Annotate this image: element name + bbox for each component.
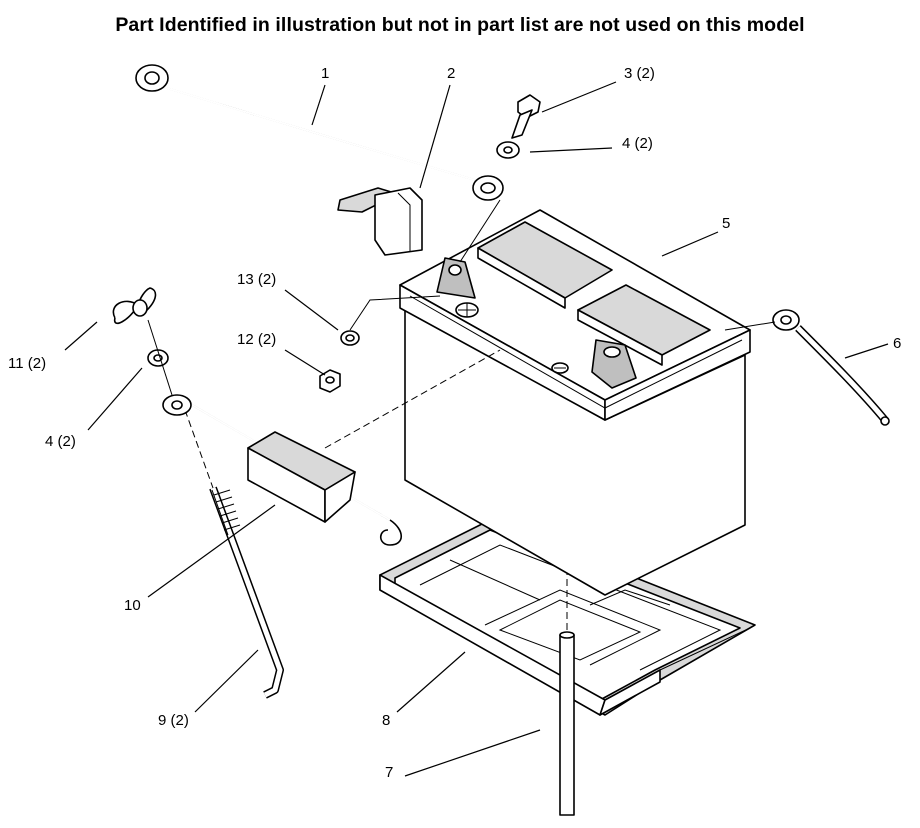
- callout-9: 9 (2): [158, 712, 189, 729]
- hold-down-rod: [209, 486, 284, 699]
- bolt: [511, 94, 541, 139]
- cable-6: [724, 309, 890, 426]
- callout-3: 3 (2): [624, 65, 655, 82]
- callout-12: 12 (2): [237, 331, 276, 348]
- wing-nut: [112, 287, 157, 324]
- callout-5: 5: [722, 215, 730, 232]
- terminal-hardware-line: [349, 295, 441, 331]
- callout-11: 11 (2): [8, 355, 46, 372]
- washer-top: [496, 141, 520, 159]
- rod-axis-line: [184, 409, 214, 489]
- clamp-alignment-line: [324, 349, 501, 449]
- bolt-axis-line: [459, 199, 501, 263]
- callout-6: 6: [893, 335, 901, 352]
- lock-washer-13: [340, 330, 360, 346]
- callout-7: 7: [385, 764, 393, 781]
- callout-2: 2: [447, 65, 455, 82]
- nut-12: [319, 369, 341, 393]
- hold-down-axis-line: [147, 319, 173, 396]
- callout-4-left: 4 (2): [45, 433, 76, 450]
- terminal-boot: [337, 187, 423, 256]
- callout-1: 1: [321, 65, 329, 82]
- battery: [399, 209, 751, 596]
- callout-13: 13 (2): [237, 271, 276, 288]
- callout-8: 8: [382, 712, 390, 729]
- page-title: Part Identified in illustration but not …: [115, 14, 805, 36]
- callout-4-top: 4 (2): [622, 135, 653, 152]
- hold-down-clamp: [162, 394, 403, 546]
- callout-10: 10: [124, 597, 141, 614]
- leader-lines: [64, 81, 889, 777]
- cable-1: [135, 64, 504, 201]
